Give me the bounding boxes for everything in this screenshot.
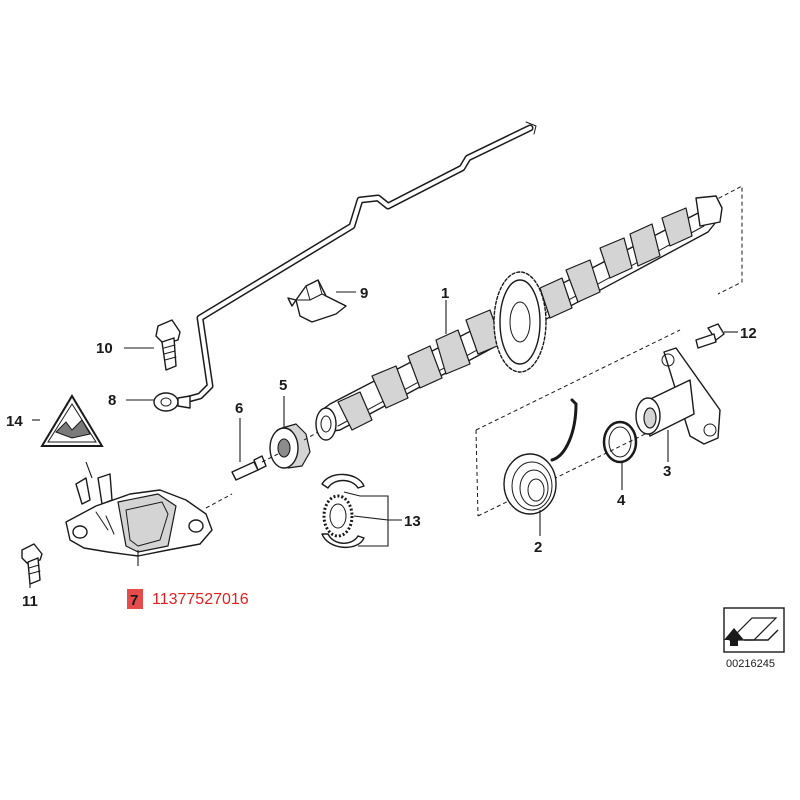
callout-9: 9 bbox=[360, 285, 368, 302]
warning-triangle-icon bbox=[40, 394, 104, 447]
circlip-upper bbox=[321, 473, 365, 489]
callout-6: 6 bbox=[235, 400, 243, 417]
callout-2: 2 bbox=[534, 539, 542, 556]
oil-pipe bbox=[174, 121, 537, 406]
callout-11: 11 bbox=[22, 593, 38, 610]
reference-code: 00216245 bbox=[726, 658, 775, 670]
leader-lines bbox=[29, 291, 738, 588]
callout-14: 14 bbox=[6, 413, 23, 430]
callout-8: 8 bbox=[108, 392, 116, 409]
bolt-10 bbox=[155, 319, 181, 371]
highlighted-part[interactable]: 7 11377527016 bbox=[127, 589, 249, 609]
callout-1: 1 bbox=[441, 285, 449, 302]
bolt-11 bbox=[21, 543, 43, 585]
view-direction-arrow-icon bbox=[723, 607, 785, 653]
part-number-text[interactable]: 11377527016 bbox=[152, 591, 249, 608]
callout-13: 13 bbox=[404, 513, 421, 530]
callout-3: 3 bbox=[663, 463, 671, 480]
screw-6 bbox=[231, 455, 267, 481]
needle-bearing bbox=[322, 494, 354, 538]
part-badge bbox=[127, 589, 143, 609]
callout-10: 10 bbox=[96, 340, 113, 357]
callout-5: 5 bbox=[279, 377, 287, 394]
assembly-frame-camshaft bbox=[699, 185, 743, 295]
callout-labels: 1 2 3 4 5 6 8 9 10 11 12 13 14 bbox=[6, 285, 757, 610]
torsion-spring bbox=[503, 398, 578, 515]
bolt-12 bbox=[695, 323, 725, 349]
sensor-housing bbox=[65, 473, 213, 557]
camshaft bbox=[315, 195, 723, 441]
flange-sleeve bbox=[635, 347, 721, 445]
banjo-fitting bbox=[153, 392, 191, 412]
o-ring bbox=[602, 420, 638, 464]
callout-4: 4 bbox=[617, 492, 626, 509]
circlip-lower bbox=[321, 533, 365, 548]
pipe-bracket bbox=[287, 279, 347, 323]
callout-12: 12 bbox=[740, 325, 757, 342]
bearing-ring bbox=[269, 423, 311, 469]
callout-7: 7 bbox=[130, 592, 138, 609]
